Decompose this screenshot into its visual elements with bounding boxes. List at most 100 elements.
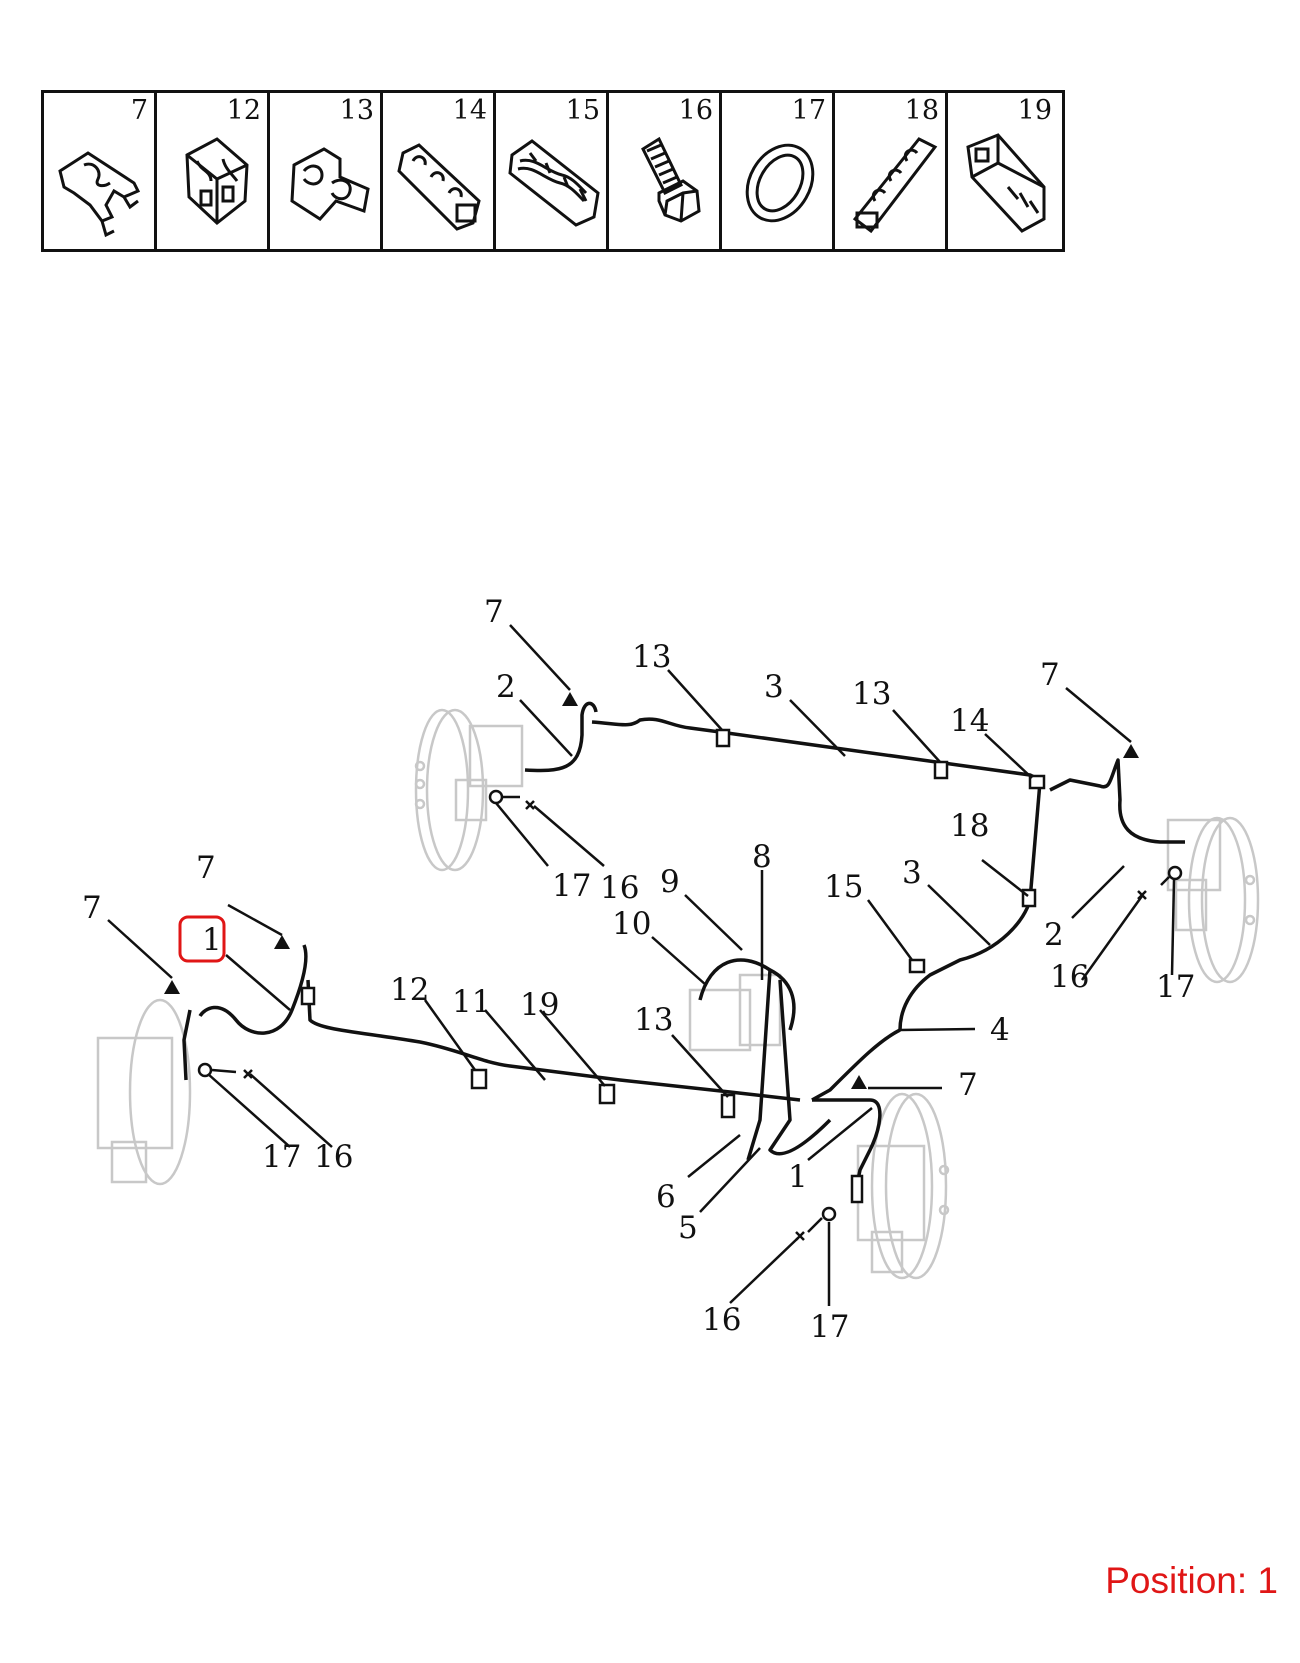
legend-cell-19[interactable]: 19 [945,90,1065,252]
callout-7: 7 [484,594,504,630]
callout-2: 2 [496,669,516,705]
pipe-1-front-left [198,944,308,1035]
legend-number: 16 [678,95,713,126]
washer-17-rear-right [1167,865,1183,881]
clip-front-right [850,1174,864,1204]
legend-cell-17[interactable]: 17 [719,90,839,252]
pipe-18-vertical [1028,781,1042,901]
pipe-2-rear-right [1049,758,1185,844]
brake-pipes [182,701,1185,1201]
legend-number: 17 [791,95,826,126]
position-indicator: Position: 1 [1105,1560,1278,1601]
bolt-16-rear-left-x [525,800,535,810]
legend-number: 15 [565,95,600,126]
callout-1-highlighted: 1 [202,922,222,958]
pipe-front-left-stub [182,1009,192,1081]
legend-number: 12 [226,95,261,126]
clip-7-arrowheads [164,692,1139,1089]
legend-number: 13 [339,95,374,126]
callout-6: 6 [656,1179,676,1215]
callout-11: 11 [452,984,491,1020]
callout-17: 17 [1156,969,1195,1005]
pipe-1-front-right [812,1098,882,1201]
callouts: 7 2 13 3 13 7 14 17 16 18 3 15 8 9 10 2 … [82,594,1195,1345]
clip-front-left [300,986,316,1006]
washer-17-rear-left [488,789,504,805]
pipe-3-rear-upper [591,717,1041,782]
pipe-clips [300,728,1046,1204]
callout-10: 10 [612,906,651,942]
rear-right-brake-assembly [1166,816,1260,984]
legend-cell-7[interactable]: 7 [41,90,161,252]
double-pipe-clip-icon [290,147,370,221]
bolt-16-front-left-x [243,1069,253,1079]
callout-17: 17 [552,868,591,904]
pipe-2-rear-left [524,701,598,773]
callout-3: 3 [764,669,784,705]
pipe-11-front [306,979,801,1102]
triple-pipe-clip-icon [397,143,481,231]
clip-12 [470,1068,488,1090]
callout-2: 2 [1044,917,1064,953]
legend-cell-15[interactable]: 15 [493,90,613,252]
clip-14 [1028,774,1046,790]
legend-number: 7 [130,95,148,126]
callout-17: 17 [262,1139,301,1175]
highlight-box [178,915,226,963]
front-left-brake-assembly [96,998,192,1186]
callout-7: 7 [1040,657,1060,693]
callout-12: 12 [390,972,429,1008]
rear-left-brake-assembly [414,708,524,872]
callout-7: 7 [196,850,216,886]
spring-clip-icon [58,151,141,238]
abs-modulator-unit [688,973,782,1052]
banjo-bolt-icon [641,136,701,223]
pipe-4 [811,1028,901,1102]
washer-17-front-right [821,1206,837,1222]
callout-7: 7 [958,1067,978,1103]
callout-9: 9 [660,864,680,900]
clip-13-lower [720,1093,736,1119]
callout-15: 15 [824,869,863,905]
legend-number: 18 [904,95,939,126]
pipe-5 [768,979,832,1156]
callout-7: 7 [82,890,102,926]
callout-17: 17 [810,1309,849,1345]
hardware-markers [197,789,1183,1241]
clip-19 [598,1083,616,1105]
callout-16: 16 [1050,959,1089,995]
callout-16: 16 [314,1139,353,1175]
leader-lines [107,624,1176,1306]
callout-16: 16 [702,1302,741,1338]
sealing-washer-icon [745,143,815,223]
legend-number: 14 [452,95,487,126]
callout-16: 16 [600,870,639,906]
pipe-6 [746,969,772,1161]
clip-13-upper-left [715,728,731,748]
clip-13-upper-right [933,760,949,780]
callout-4: 4 [990,1012,1010,1048]
multi-pipe-holder-icon [508,139,600,227]
callout-19: 19 [520,987,559,1023]
callout-13: 13 [852,676,891,712]
long-pipe-clip-icon [852,137,938,234]
pipe-3-lower [898,899,1032,1031]
square-pipe-clip-icon [966,133,1046,233]
legend-cell-18[interactable]: 18 [832,90,952,252]
front-right-brake-assembly [856,1092,950,1280]
pipe-clip-block-icon [185,137,249,225]
callout-5: 5 [678,1210,698,1246]
callout-1: 1 [788,1159,808,1195]
callout-13: 13 [632,639,671,675]
callout-13: 13 [634,1002,673,1038]
callout-14: 14 [950,703,989,739]
callout-8: 8 [752,839,772,875]
clip-15 [908,958,926,974]
washer-17-front-left [197,1062,213,1078]
pipe-abs-loop [698,958,796,1031]
legend-number: 19 [1017,95,1052,126]
callout-18: 18 [950,808,989,844]
legend-cell-13[interactable]: 13 [267,90,387,252]
callout-3: 3 [902,855,922,891]
